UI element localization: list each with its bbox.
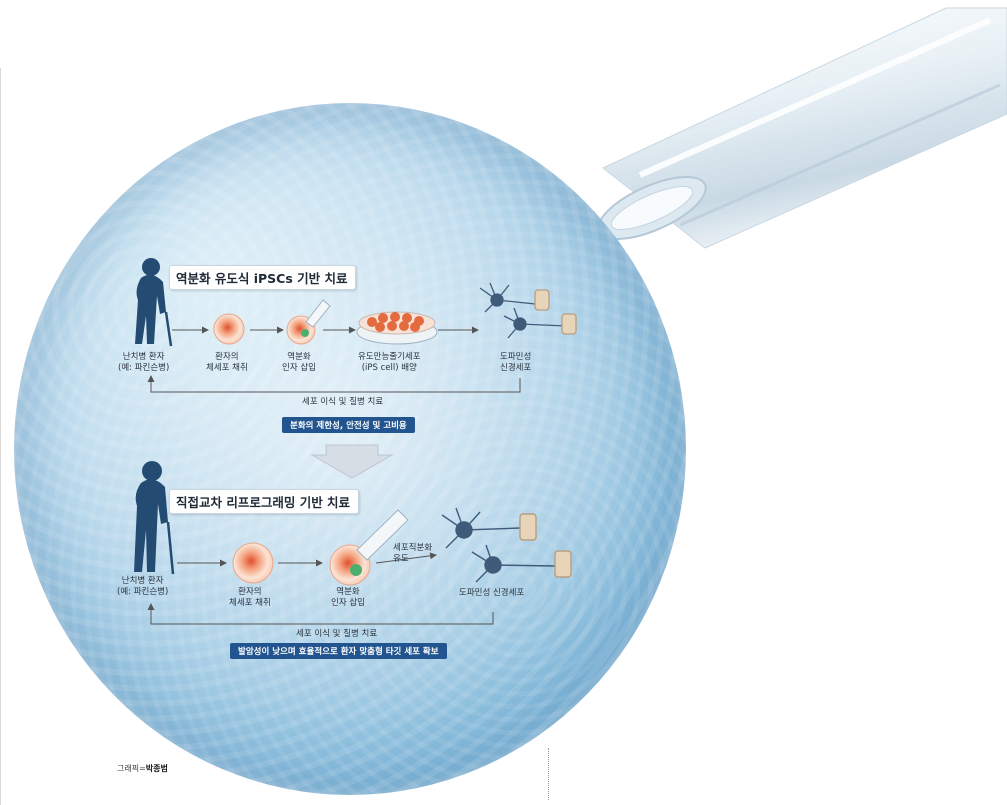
section2-induce-label: 세포직분화 유도	[393, 543, 432, 565]
patient-silhouette-icon	[135, 258, 173, 347]
label-line: (iPS cell) 배양	[361, 363, 417, 373]
label-line: 환자의	[215, 352, 239, 362]
flow-arrow	[375, 552, 437, 564]
treatment-loop-arrow	[147, 375, 521, 393]
label-line: 난치병 환자	[122, 352, 165, 362]
label-line: 체세포 채취	[229, 598, 271, 608]
label-line: 세포직분화	[393, 543, 433, 553]
ips-culture-dish-icon	[356, 311, 438, 345]
column-divider	[548, 748, 549, 800]
label-line: (예: 파킨슨병)	[118, 363, 170, 373]
label-line: 난치병 환자	[121, 576, 164, 586]
section2-patient-label: 난치병 환자 (예: 파킨슨병)	[117, 576, 168, 598]
label-line: 도파민성	[500, 352, 532, 362]
section2-step1-label: 환자의 체세포 채취	[229, 587, 271, 609]
label-line: 역분화	[287, 352, 311, 362]
somatic-cell-icon	[213, 313, 245, 345]
section1-title: 역분화 유도식 iPSCs 기반 치료	[169, 265, 357, 290]
page-edge-line	[0, 68, 1, 805]
section1-step1-label: 환자의 체세포 채취	[206, 352, 248, 374]
neuron-cell-icon	[479, 282, 577, 339]
section1-patient-label: 난치병 환자 (예: 파킨슨병)	[118, 352, 169, 374]
factor-insertion-icon	[286, 299, 331, 345]
graphic-credit: 그래픽=박종범	[117, 763, 168, 774]
section1-step2-label: 역분화 인자 삽입	[282, 352, 316, 374]
label-line: 인자 삽입	[331, 598, 365, 608]
somatic-cell-icon	[232, 542, 274, 584]
section1-loop-label: 세포 이식 및 질병 치료	[302, 397, 384, 407]
down-arrow-icon	[310, 444, 394, 479]
label-line: 체세포 채취	[206, 363, 248, 373]
section2-banner: 발암성이 낮으며 효율적으로 환자 맞춤형 타깃 세포 확보	[230, 643, 447, 659]
factor-insertion-icon	[329, 509, 409, 586]
section1-step3-label: 유도만능줄기세포 (iPS cell) 배양	[358, 352, 421, 374]
credit-prefix: 그래픽=	[117, 764, 146, 773]
label-line: (예: 파킨슨병)	[117, 587, 169, 597]
label-line: 신경세포	[500, 363, 532, 373]
section1-result-label: 도파민성 신경세포	[500, 352, 531, 374]
label-line: 유도	[393, 554, 409, 564]
patient-silhouette-icon	[134, 461, 175, 575]
credit-name: 박종범	[145, 764, 168, 773]
section2-loop-label: 세포 이식 및 질병 치료	[296, 629, 378, 639]
section2-step2-label: 역분화 인자 삽입	[331, 587, 365, 609]
neuron-cell-icon	[441, 507, 572, 583]
label-line: 유도만능줄기세포	[358, 352, 421, 362]
treatment-loop-arrow	[147, 603, 494, 625]
section2-title: 직접교차 리프로그래밍 기반 치료	[169, 489, 360, 514]
label-line: 인자 삽입	[282, 363, 316, 373]
section2-result-label: 도파민성 신경세포	[459, 588, 525, 598]
label-line: 환자의	[238, 587, 262, 597]
label-line: 역분화	[336, 587, 360, 597]
section1-banner: 분화의 제한성, 안전성 및 고비용	[282, 417, 415, 433]
